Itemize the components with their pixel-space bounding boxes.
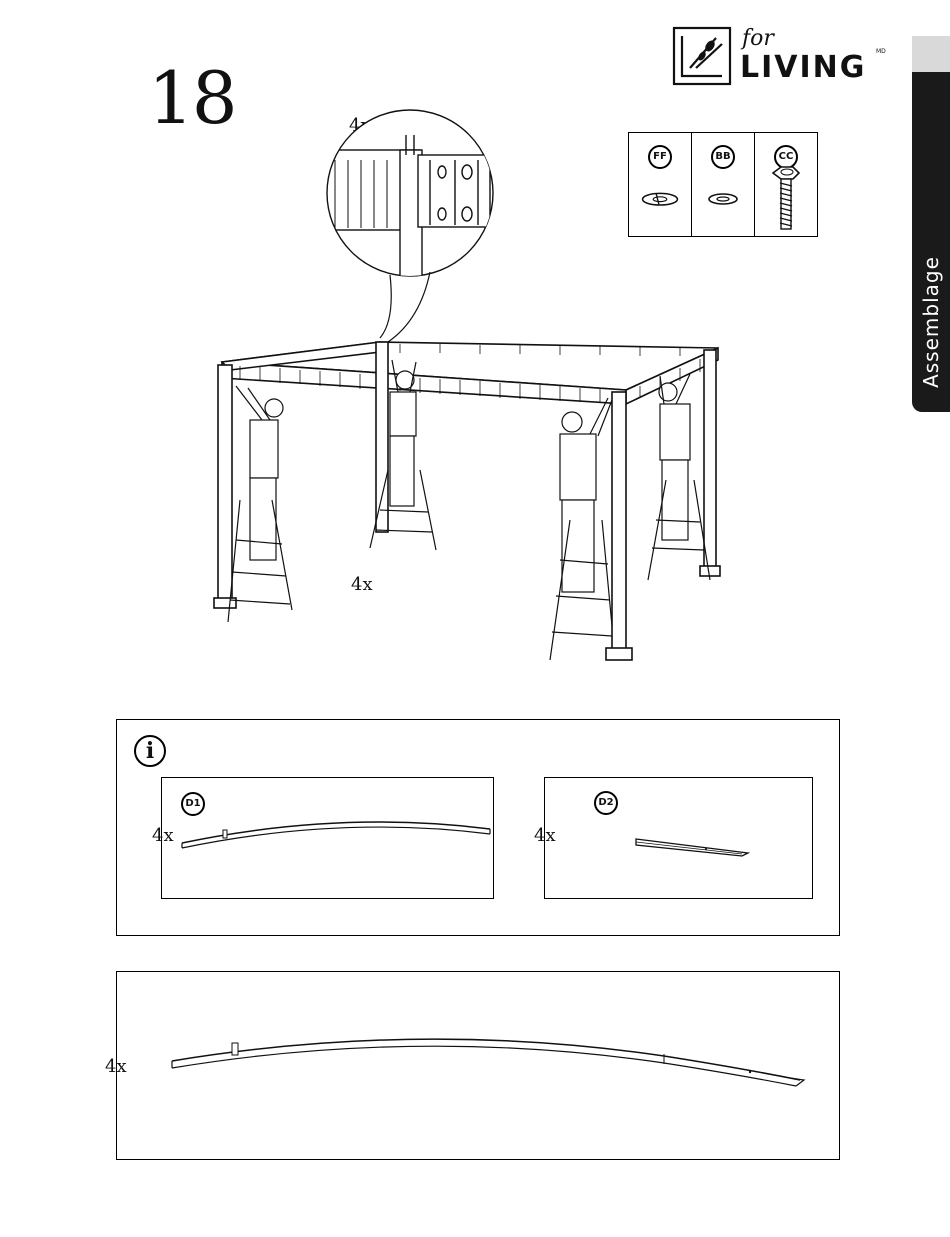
assembled-rafter-drawing	[0, 0, 950, 1237]
